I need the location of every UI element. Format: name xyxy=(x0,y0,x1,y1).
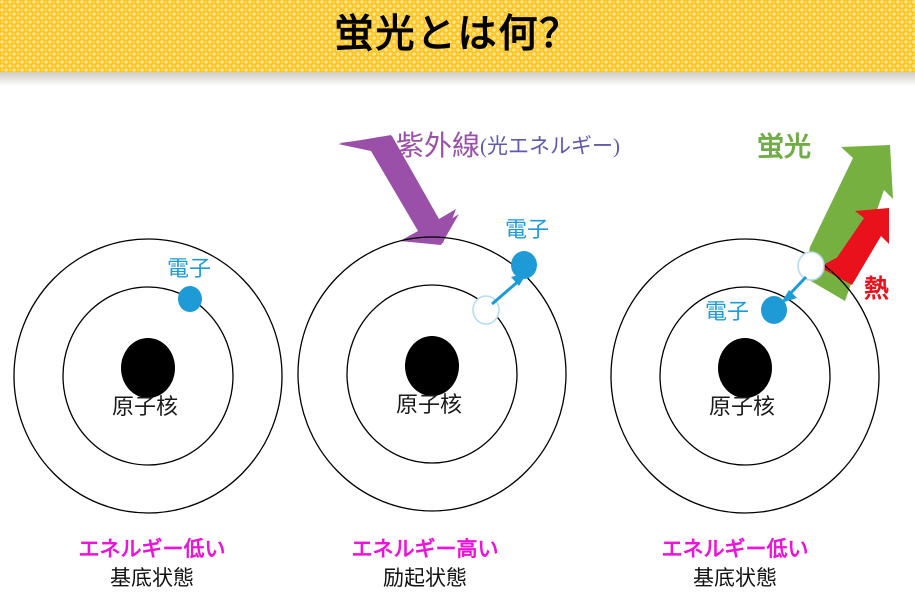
atom-ground-relaxed xyxy=(610,238,880,514)
caption-state-3: 基底状態 xyxy=(693,566,777,591)
caption-block-2: エネルギー高い 励起状態 xyxy=(275,537,575,591)
outer-orbit xyxy=(297,236,567,512)
atom-2-electron-label: 電子 xyxy=(505,217,550,242)
nucleus xyxy=(405,336,459,396)
caption-block-3: エネルギー低い 基底状態 xyxy=(585,537,885,591)
uv-label: 紫外線(光エネルギー) xyxy=(396,133,620,161)
caption-state-2: 励起状態 xyxy=(383,566,467,591)
title-banner: 蛍光とは何？ xyxy=(0,0,915,86)
atom-2-nucleus-label: 原子核 xyxy=(396,392,463,417)
electron-ghost xyxy=(472,295,500,325)
atom-1-nucleus-label: 原子核 xyxy=(112,394,179,419)
atom-ground-initial xyxy=(13,238,283,514)
page-title: 蛍光とは何？ xyxy=(334,13,581,56)
electron-dot xyxy=(761,296,787,324)
caption-block-1: エネルギー低い 基底状態 xyxy=(2,537,302,591)
caption-energy-1: エネルギー低い xyxy=(78,537,226,561)
heat-arrow xyxy=(821,208,889,285)
electron-dot xyxy=(178,286,202,312)
uv-label-main: 紫外線 xyxy=(396,131,481,162)
atom-3-nucleus-label: 原子核 xyxy=(709,394,776,419)
outer-orbit xyxy=(13,238,283,514)
nucleus xyxy=(718,338,772,398)
fluorescence-label: 蛍光 xyxy=(757,132,811,162)
nucleus xyxy=(121,338,175,398)
caption-energy-2: エネルギー高い xyxy=(351,537,499,561)
electron-transition-arrow-inward xyxy=(781,275,808,303)
uv-label-sub: (光エネルギー) xyxy=(480,134,621,158)
atom-3-electron-label: 電子 xyxy=(705,299,750,324)
heat-label: 熱 xyxy=(864,276,890,303)
atom-1-electron-label: 電子 xyxy=(167,256,212,281)
inner-orbit xyxy=(346,284,518,464)
electron-transition-arrow-outward xyxy=(491,273,527,306)
caption-energy-3: エネルギー低い xyxy=(661,537,809,561)
atom-excited xyxy=(297,236,567,512)
outer-orbit xyxy=(610,238,880,514)
electron-dot xyxy=(511,251,537,279)
caption-state-1: 基底状態 xyxy=(110,566,194,591)
electron-ghost xyxy=(797,251,825,281)
inner-orbit xyxy=(62,286,234,466)
